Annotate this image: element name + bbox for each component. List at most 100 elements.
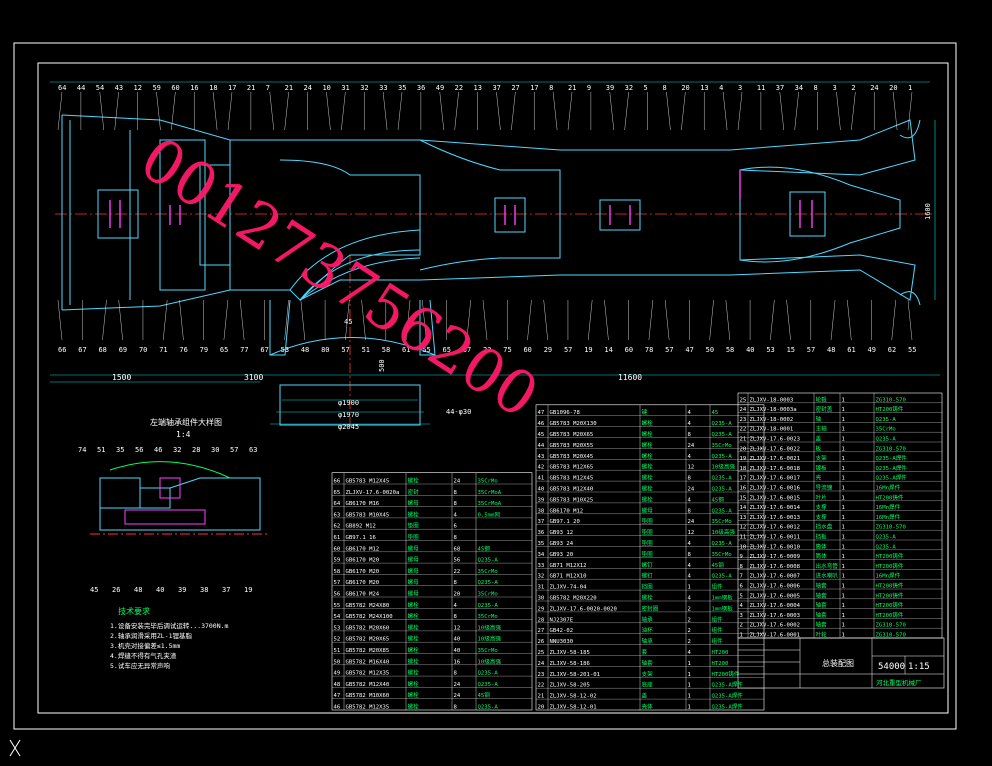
part-number-bottom: 61 (847, 346, 855, 354)
bom-cell: 1 (740, 633, 743, 639)
bom-cell: 螺母 (408, 590, 420, 598)
bom-cell: 8 (454, 490, 458, 496)
bom-cell: 0.5mm网 (478, 511, 501, 518)
detail-part-number: 56 (135, 446, 143, 454)
bom-cell: ZLJXV-18-0002 (750, 417, 794, 423)
bom-cell: 密封盖 (816, 405, 833, 413)
bom-cell: 28 (538, 617, 545, 623)
bom-cell: 挡水盘 (816, 523, 833, 531)
part-number-bottom: 77 (240, 346, 248, 354)
bom-cell: 密封 (408, 488, 420, 496)
bom-cell: 螺栓 (408, 669, 420, 677)
bom-cell: 螺钉 (642, 561, 654, 569)
bom-cell: 35CrMoA (478, 501, 502, 507)
part-number-bottom: 69 (119, 346, 127, 354)
bom-cell: 螺栓 (642, 419, 654, 427)
bom-cell: 52 (334, 637, 341, 643)
part-number-bottom: 58 (726, 346, 734, 354)
bom-cell: 10级高强 (478, 623, 502, 631)
part-number-bottom: 53 (766, 346, 774, 354)
bom-cell: 4 (688, 497, 692, 503)
bom-cell: 19 (740, 456, 747, 462)
detail-part-number: 37 (222, 586, 230, 594)
bom-cell: ZLJXV-17.6-0003 (750, 613, 801, 619)
bom-cell: 垫圈 (408, 533, 420, 541)
bom-cell: Q235-A焊件 (712, 692, 744, 700)
bom-cell: 盖 (642, 692, 648, 700)
bom-cell: 1 (842, 593, 845, 599)
part-number-top: 1 (908, 84, 912, 92)
bom-cell: 螺栓 (408, 703, 420, 711)
bom-cell: 1 (842, 544, 845, 550)
bom-cell: 42 (538, 465, 545, 471)
dim-1970: φ1970 (338, 411, 359, 419)
bom-cell: 10级高强 (478, 657, 502, 665)
bom-cell: 1 (842, 633, 845, 639)
bom-cell: 2 (740, 623, 743, 629)
detail-part-number: 63 (249, 446, 257, 454)
part-number-bottom: 51 (362, 346, 370, 354)
bom-cell: ZLJXV-17.6-0013 (750, 515, 801, 521)
part-number-top: 8 (662, 84, 666, 92)
bom-cell: ZLJXV-17.6-0023 (750, 437, 801, 443)
bom-cell: 挡圈 (642, 583, 654, 591)
part-number-top: 20 (889, 84, 897, 92)
bom-cell: GB71 M12X12 (550, 563, 587, 569)
bom-cell: 2 (688, 606, 691, 612)
bom-cell: 4 (688, 454, 692, 460)
bom-cell: 22 (454, 569, 461, 575)
leader-lines-top (57, 91, 913, 131)
bom-cell: ZLJXV-17.6-0017 (750, 476, 801, 482)
bom-cell: 63 (334, 512, 341, 518)
part-number-top: 37 (776, 84, 784, 92)
bom-cell: 36 (538, 530, 545, 536)
bom-cell: HT200铸件 (876, 405, 904, 413)
bom-cell: GB1096-78 (550, 410, 581, 416)
bom-cell: 1 (842, 574, 845, 580)
bom-cell: 1mm钢板 (712, 604, 734, 612)
bom-cell: ZLJXV-17.6-0015 (750, 495, 801, 501)
bom-cell: 螺栓 (408, 510, 420, 518)
part-number-bottom: 70 (139, 346, 147, 354)
bom-cell: ZLJXV-17.6-0002 (750, 623, 801, 629)
bom-cell: 66 (334, 479, 341, 485)
bom-cell: 螺栓 (642, 441, 654, 449)
bom-cell: 1 (842, 417, 845, 423)
bom-cell: 10级高强 (712, 463, 736, 471)
detail-part-number: 30 (211, 446, 219, 454)
bom-cell: 60 (334, 546, 341, 552)
bom-cell: 1 (842, 603, 845, 609)
bom-cell: 40 (454, 648, 461, 654)
bom-cell: 4 (454, 512, 458, 518)
part-number-bottom: 67 (463, 346, 471, 354)
bom-cell: Q235-A (876, 437, 897, 443)
bom-cell: 镀板 (816, 464, 828, 472)
part-number-bottom: 57 (564, 346, 572, 354)
bom-cell: 35CrMo (478, 614, 498, 620)
detail-part-number: 46 (154, 446, 162, 454)
bom-cell: 16Mn焊件 (876, 513, 901, 521)
bom-cell: 24 (454, 479, 461, 485)
part-number-top: 49 (436, 84, 444, 92)
part-number-bottom: 65 (220, 346, 228, 354)
dim-11600: 11600 (618, 373, 642, 382)
bom-cell: 45 (712, 410, 719, 416)
bom-cell: 3 (740, 613, 743, 619)
bom-cell: Q235-A (712, 508, 733, 514)
bom-cell: Q235-A (712, 476, 733, 482)
bom-cell: GB6170 M20 (346, 569, 380, 575)
bom-cell: 1 (842, 456, 845, 462)
bom-cell: 1 (688, 683, 691, 689)
bom-cell: GB97.1 16 (346, 535, 376, 541)
part-number-top: 20 (681, 84, 689, 92)
bom-cell: ZLJXV-17.6-0020a (346, 490, 400, 496)
bom-cell: 1 (842, 407, 845, 413)
title-scale: 1:15 (908, 662, 930, 672)
bom-cell: 6 (454, 524, 457, 530)
part-number-top: 35 (398, 84, 406, 92)
bom-cell: GB5782 M12X35 (346, 705, 390, 711)
